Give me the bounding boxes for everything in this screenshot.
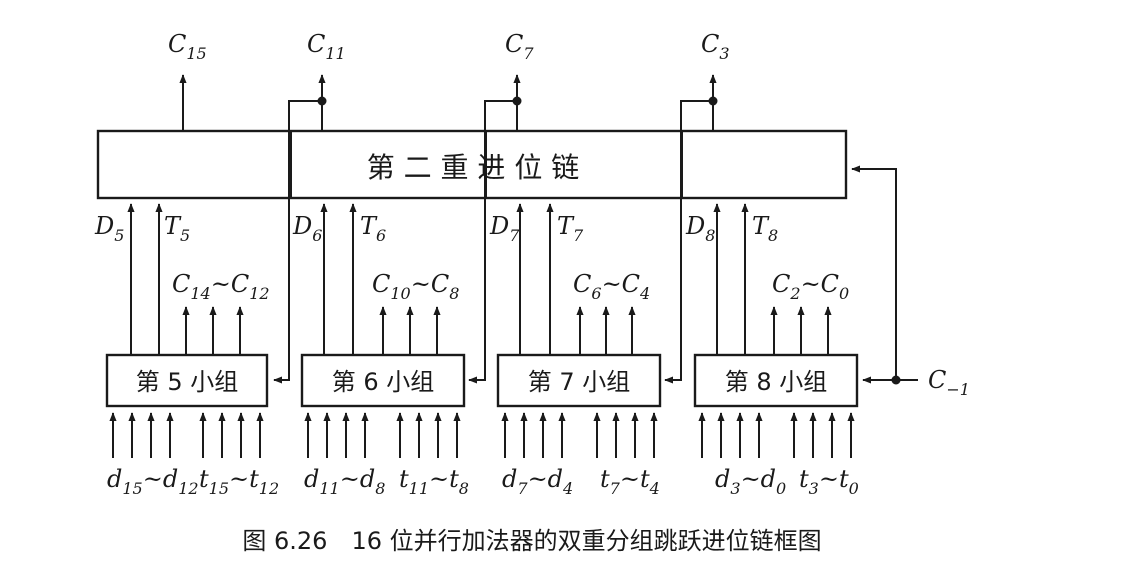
group-8-d-label: D8: [685, 212, 715, 245]
group-5: 第 5 小组 D5 T5 C14~C12 d15~d12 t15~t12: [94, 203, 279, 498]
group-6-box: [300, 353, 466, 408]
group-5-d-label: D5: [94, 212, 124, 245]
group-8-carries-label: C2~C0: [772, 270, 849, 303]
group-5-t-label: T5: [164, 212, 190, 245]
group-8-box: [693, 353, 859, 408]
c7-feedback-wire: [468, 100, 517, 384]
c-1-chain-wire: [851, 165, 897, 380]
group-7: 第 7 小组 D7 T7 C6~C4 d7~d4 t7~t4: [489, 203, 662, 498]
group-5-t-inputs-label: t15~t12: [199, 465, 279, 498]
group-7-d-label: D7: [489, 212, 520, 245]
group-5-carries-label: C14~C12: [172, 270, 270, 303]
group-5-box: [105, 353, 269, 408]
group-6-d-label: D6: [292, 212, 322, 245]
c3-label: C3: [701, 30, 730, 63]
group-7-box: [496, 353, 662, 408]
c-1-label: C−1: [928, 366, 970, 399]
group-7-t-inputs-label: t7~t4: [600, 465, 660, 498]
chain-label: 第 二 重 进 位 链: [367, 151, 580, 184]
c7-label: C7: [505, 30, 534, 63]
group-8-label: 第 8 小组: [725, 368, 828, 396]
c11-label: C11: [307, 30, 346, 63]
figure-caption: 图 6.26 16 位并行加法器的双重分组跳跃进位链框图: [242, 527, 821, 555]
group-6-label: 第 6 小组: [332, 368, 435, 396]
group-8-d-inputs-label: d3~d0: [715, 465, 786, 498]
c11-feedback-wire: [273, 100, 322, 384]
group-5-d-inputs-label: d15~d12: [107, 465, 199, 498]
second-carry-chain-box: [96, 129, 848, 200]
group-6-t-label: T6: [360, 212, 386, 245]
group-6-t-inputs-label: t11~t8: [399, 465, 469, 498]
group-7-t-label: T7: [557, 212, 584, 245]
group-6: 第 6 小组 D6 T6 C10~C8 d11~d8 t11~t8: [292, 203, 469, 498]
group-7-d-inputs-label: d7~d4: [502, 465, 573, 498]
c3-feedback-wire: [664, 100, 713, 384]
group-7-label: 第 7 小组: [528, 368, 631, 396]
group-6-d-inputs-label: d11~d8: [304, 465, 385, 498]
group-8-t-label: T8: [752, 212, 778, 245]
group-6-carries-label: C10~C8: [372, 270, 459, 303]
group-8-t-inputs-label: t3~t0: [799, 465, 859, 498]
c15-label: C15: [168, 30, 207, 63]
group-8: 第 8 小组 D8 T8 C2~C0 d3~d0 t3~t0: [685, 203, 859, 498]
group-5-label: 第 5 小组: [136, 368, 239, 396]
group-7-carries-label: C6~C4: [573, 270, 650, 303]
